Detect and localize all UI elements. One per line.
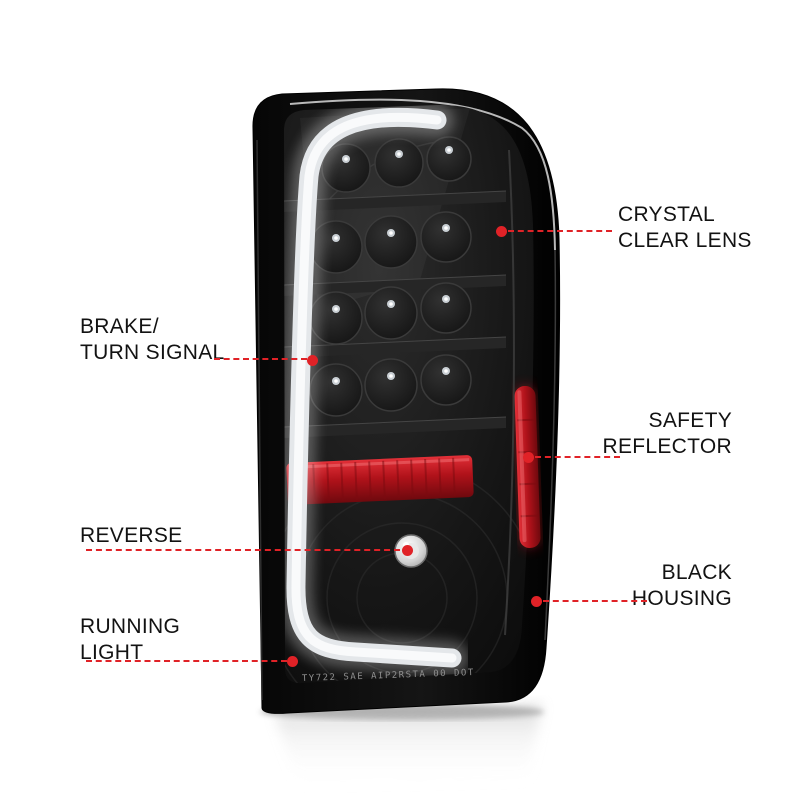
lens-inner-reflection [504,149,515,636]
callout-line-brake-turn-signal [214,358,307,360]
callout-line-reverse [86,549,400,551]
callout-line-running-light [86,660,287,662]
callout-line-black-housing [543,600,647,602]
callout-label-crystal-clear-lens: CRYSTAL CLEAR LENS [618,203,752,252]
led-chips [332,146,453,385]
clear-lens-edge-highlight [289,98,556,251]
housing-right-edge [544,249,557,641]
callout-dot-reverse [402,545,413,556]
callout-label-safety-reflector: SAFETY REFLECTOR [602,409,732,458]
divider-bars [284,190,507,438]
callout-line-safety-reflector [535,456,620,458]
callout-line-crystal-clear-lens [508,230,612,232]
led-light-bar-tube [284,104,469,675]
callout-label-black-housing: BLACK HOUSING [631,561,732,610]
callout-dot-running-light [287,656,298,667]
callout-label-reverse: REVERSE [80,524,183,547]
brake-reflector-strip [286,455,474,505]
floor-reflection [260,704,544,788]
led-array [309,136,472,417]
callout-label-running-light: RUNNING LIGHT [80,615,181,664]
callout-label-brake-turn-signal: BRAKE/ TURN SIGNAL [80,315,225,364]
callout-dot-black-housing [531,596,542,607]
callout-dot-brake-turn-signal [307,355,318,366]
side-safety-reflector [514,386,541,548]
callout-dot-safety-reflector [523,452,534,463]
callout-dot-crystal-clear-lens [496,226,507,237]
housing-left-edge [256,139,263,701]
